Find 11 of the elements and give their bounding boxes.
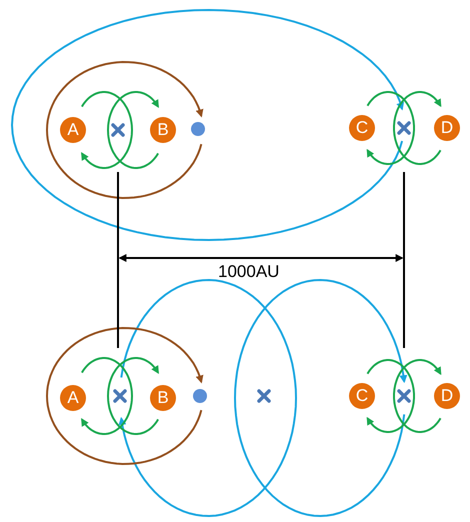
distance-label: 1000AU <box>218 262 280 282</box>
star-circle: A <box>60 117 86 143</box>
star-circle: D <box>434 383 460 409</box>
star-circle: B <box>150 385 176 411</box>
star-circle: B <box>150 117 176 143</box>
star-circle: A <box>60 385 86 411</box>
star-circle: D <box>434 115 460 141</box>
planet-circle <box>191 122 205 136</box>
planet-circle <box>193 389 207 403</box>
star-circle: C <box>349 115 375 141</box>
star-circle: C <box>349 383 375 409</box>
